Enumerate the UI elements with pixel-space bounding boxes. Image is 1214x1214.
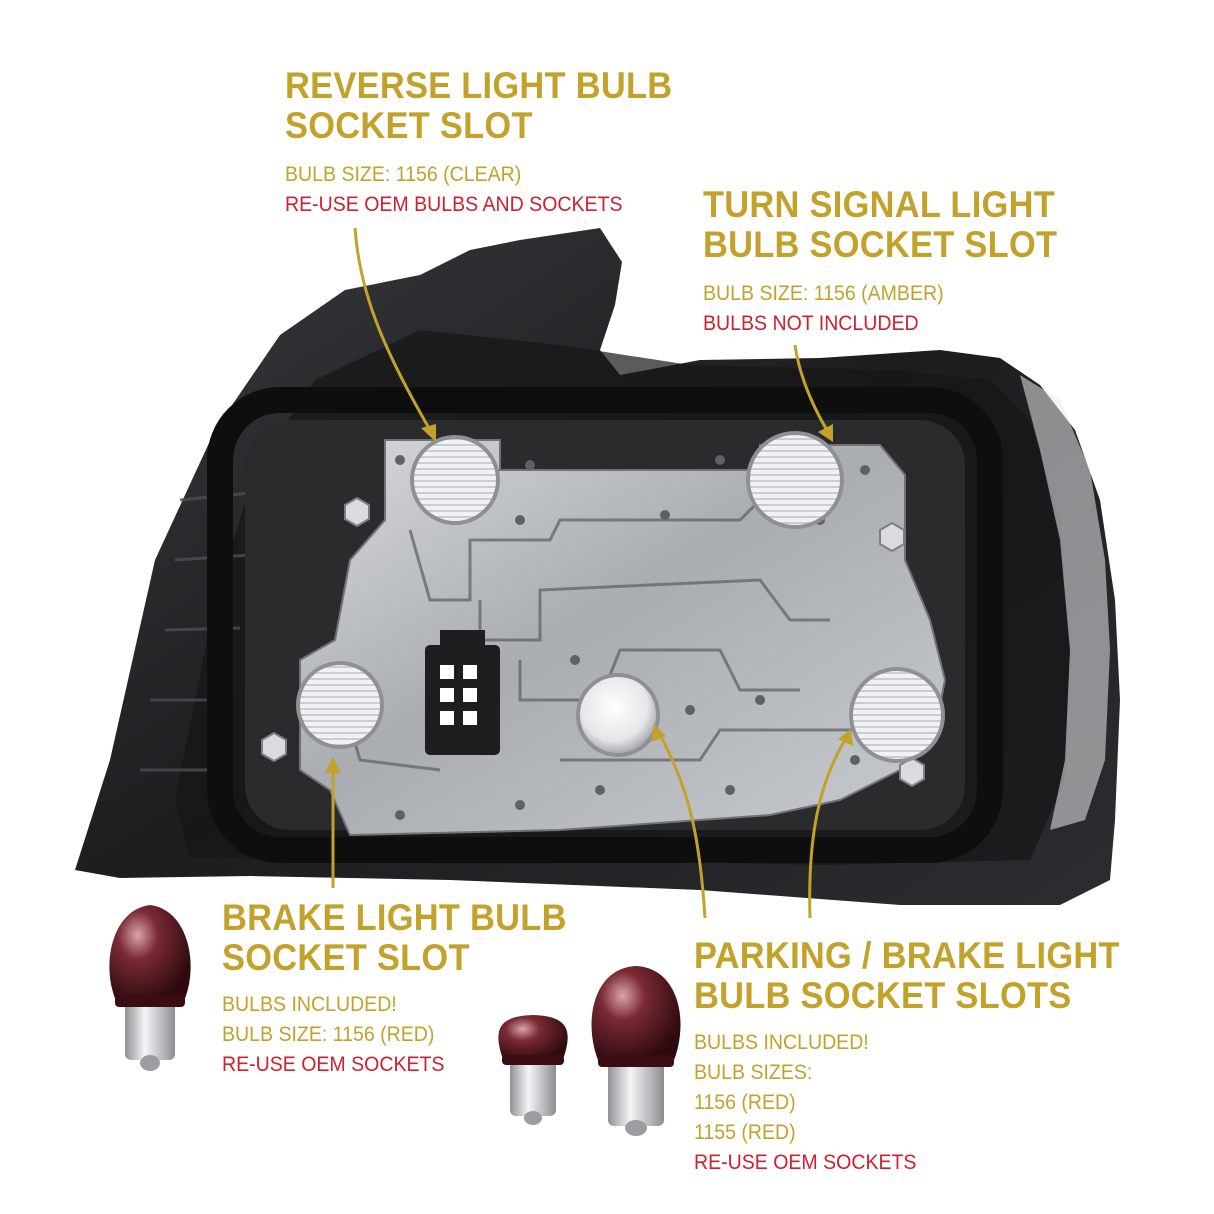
callout-arrowheads xyxy=(325,424,853,773)
title-line: TURN SIGNAL LIGHT xyxy=(703,184,1056,225)
bulb-size-text: BULB SIZE: 1156 (AMBER) xyxy=(703,282,944,305)
reverse-callout-title: REVERSE LIGHT BULB SOCKET SLOT xyxy=(285,66,672,146)
title-line: SOCKET SLOT xyxy=(285,105,533,146)
bulbs-included-text: BULBS INCLUDED! xyxy=(222,993,397,1016)
turn-signal-callout-title: TURN SIGNAL LIGHT BULB SOCKET SLOT xyxy=(703,185,1057,265)
brake-socket xyxy=(296,661,384,749)
title-line: REVERSE LIGHT BULB xyxy=(285,65,673,106)
parking-socket-1 xyxy=(576,673,660,757)
bulb-size-1155: 1155 (RED) xyxy=(694,1121,796,1144)
reverse-arrow xyxy=(353,227,432,431)
bulb-small-center xyxy=(498,1015,568,1125)
title-line: BULB SOCKET SLOTS xyxy=(694,975,1072,1016)
parking-brake-callout-title: PARKING / BRAKE LIGHT BULB SOCKET SLOTS xyxy=(694,936,1120,1016)
warning-text: RE-USE OEM SOCKETS xyxy=(222,1053,445,1076)
reverse-callout: REVERSE LIGHT BULB SOCKET SLOT BULB SIZE… xyxy=(285,66,702,220)
bulb-large-right xyxy=(591,966,681,1136)
bulb-size-text: BULB SIZE: 1156 (CLEAR) xyxy=(285,163,522,186)
warning-text: RE-USE OEM SOCKETS xyxy=(694,1151,917,1174)
bulb-sizes-heading: BULB SIZES: xyxy=(694,1061,813,1084)
clear-lens-edge xyxy=(1020,375,1110,830)
turn-arrow xyxy=(793,344,830,433)
bulb-size-text: BULB SIZE: 1156 (RED) xyxy=(222,1023,435,1046)
brake-callout-title: BRAKE LIGHT BULB SOCKET SLOT xyxy=(222,898,567,978)
bulb-socket-icon xyxy=(296,431,945,763)
turn-signal-socket xyxy=(746,431,844,529)
brake-callout: BRAKE LIGHT BULB SOCKET SLOT BULBS INCLU… xyxy=(222,898,593,1080)
callout-arrow-icon xyxy=(331,227,847,919)
title-line: BULB SOCKET SLOT xyxy=(703,224,1058,265)
title-line: SOCKET SLOT xyxy=(222,937,470,978)
title-line: BRAKE LIGHT BULB xyxy=(222,897,567,938)
circuit-plate xyxy=(299,439,947,837)
turn-signal-callout: TURN SIGNAL LIGHT BULB SOCKET SLOT BULB … xyxy=(703,185,1084,339)
bulb-size-1156: 1156 (RED) xyxy=(694,1091,796,1114)
parking-arrow-2 xyxy=(808,739,847,919)
warning-text: RE-USE OEM BULBS AND SOCKETS xyxy=(285,193,623,216)
bulbs-included-text: BULBS INCLUDED! xyxy=(694,1031,869,1054)
wiring-connector xyxy=(425,630,500,755)
warning-text: BULBS NOT INCLUDED xyxy=(703,312,919,335)
parking-socket-2 xyxy=(849,667,945,763)
parking-brake-callout: PARKING / BRAKE LIGHT BULB SOCKET SLOTS … xyxy=(694,936,1152,1178)
parking-arrow-1 xyxy=(658,734,707,919)
reverse-socket xyxy=(410,435,500,525)
red-bulb-icon xyxy=(109,905,681,1136)
bulb-large-left xyxy=(109,905,191,1071)
rubber-gasket xyxy=(207,387,1003,863)
title-line: PARKING / BRAKE LIGHT xyxy=(694,935,1120,976)
